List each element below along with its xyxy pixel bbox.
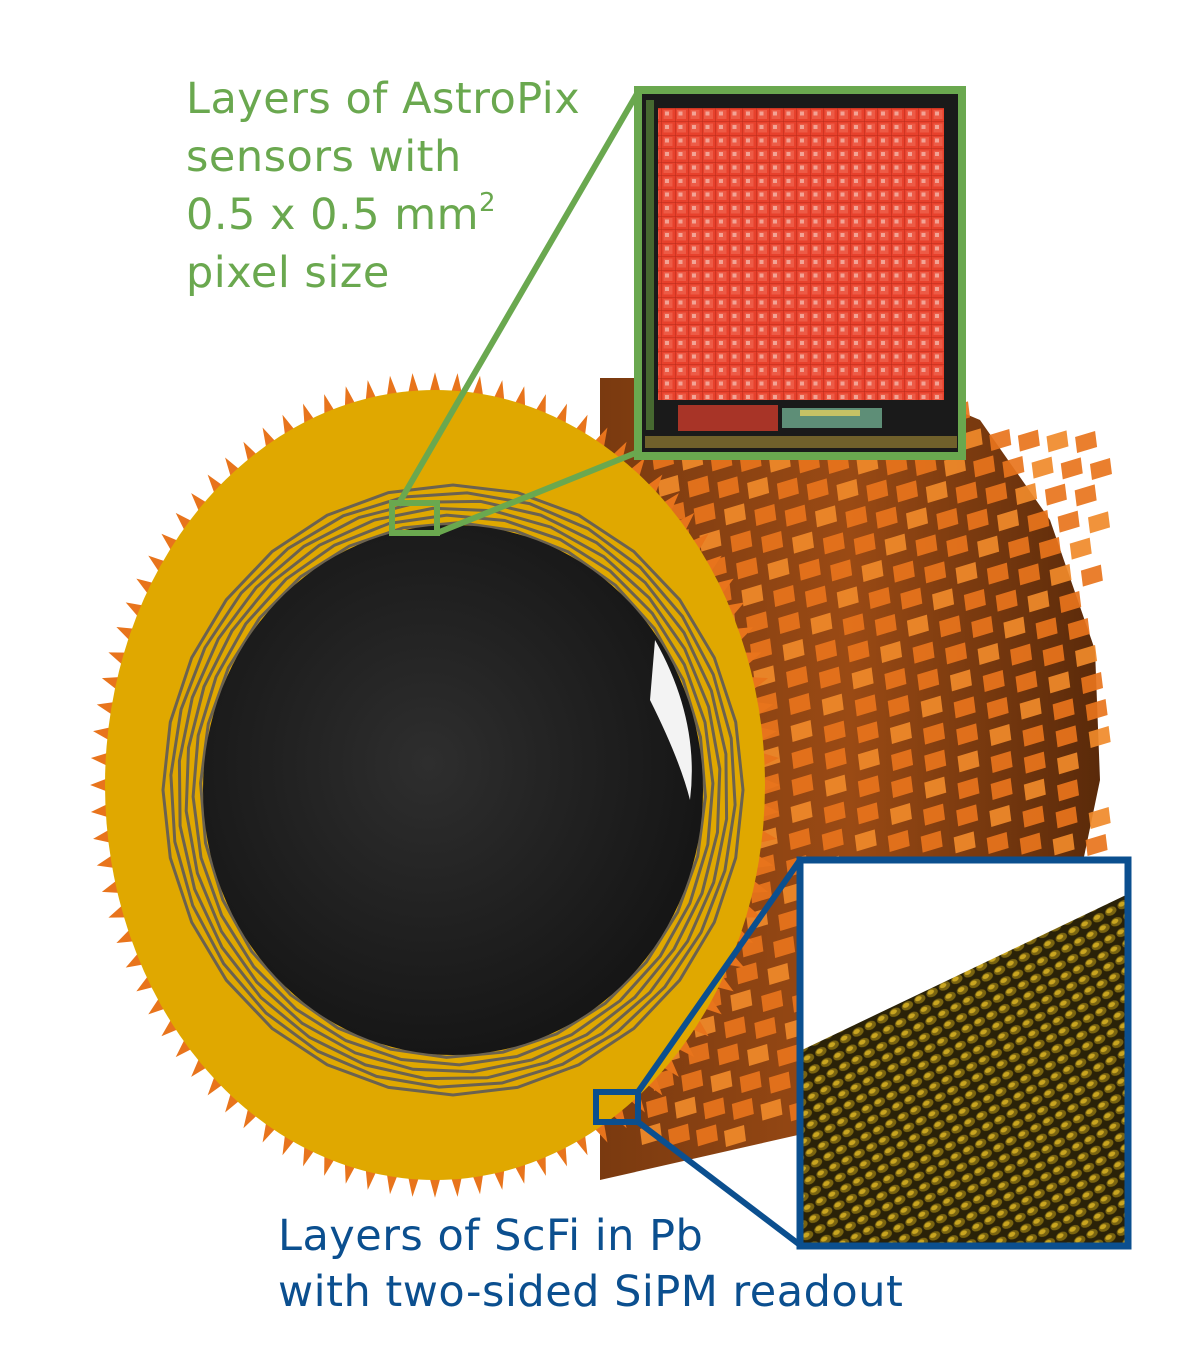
astropix-chip-layout-icon (634, 86, 966, 460)
astropix-label-line-1: Layers of AstroPix (186, 74, 581, 124)
pixel-size-exponent: 2 (479, 188, 497, 218)
barrel-endcap (90, 372, 780, 1198)
scfi-label-line-2: with two-sided SiPM readout (278, 1267, 904, 1317)
scfi-label-line-1: Layers of ScFi in Pb (278, 1211, 704, 1261)
scfi-label: Layers of ScFi in Pb with two-sided SiPM… (278, 1208, 903, 1320)
astropix-label-line-4: pixel size (186, 248, 390, 298)
scfi-fiber-matrix-icon (796, 856, 1132, 1250)
pixel-size-value: 0.5 x 0.5 mm (186, 190, 479, 240)
astropix-callout (389, 86, 966, 536)
astropix-label-line-3: 0.5 x 0.5 mm2 (186, 186, 580, 244)
astropix-label-line-2: sensors with (186, 132, 462, 182)
astropix-label: Layers of AstroPix sensors with 0.5 x 0.… (186, 70, 580, 302)
scfi-callout (593, 856, 1132, 1250)
